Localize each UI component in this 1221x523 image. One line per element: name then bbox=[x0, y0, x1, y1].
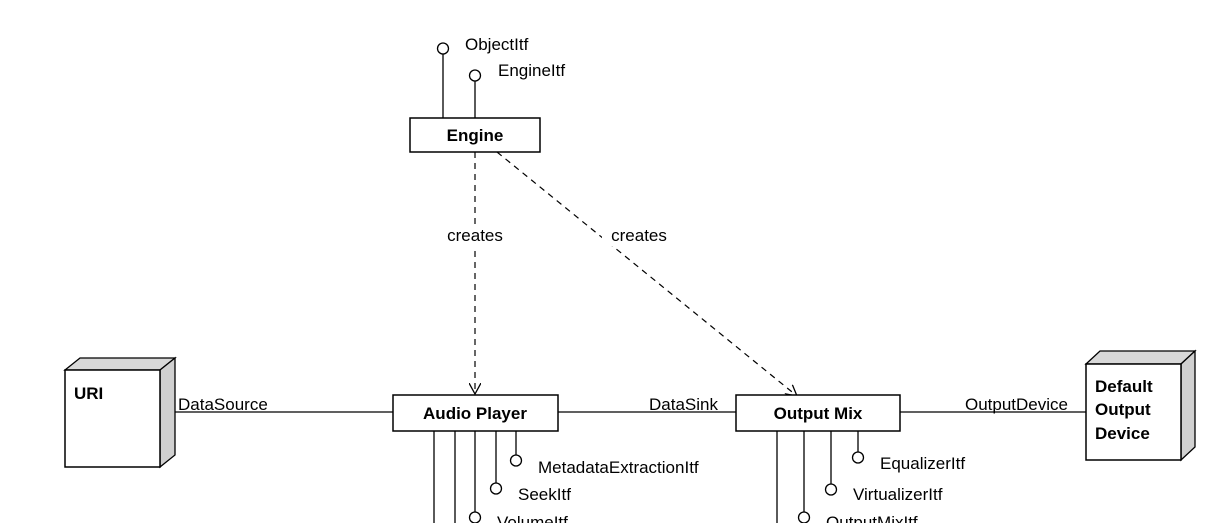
interface-label: EngineItf bbox=[498, 61, 565, 80]
uri-title: URI bbox=[74, 384, 103, 403]
interface-label: ObjectItf bbox=[465, 35, 529, 54]
output-mix-interfaces: OutputMixItf VirtualizerItf EqualizerItf bbox=[776, 431, 965, 523]
output-mix-interface-outputmixitf: OutputMixItf bbox=[797, 431, 918, 523]
lollipop-icon bbox=[468, 511, 482, 523]
audio-player-interface-seekitf: SeekItf bbox=[489, 431, 571, 504]
default-output-device-node: Default Output Device bbox=[1084, 349, 1197, 462]
engine-interface-engineitf: EngineItf bbox=[468, 61, 565, 118]
output-device-label: OutputDevice bbox=[965, 395, 1068, 414]
default-device-line2: Output bbox=[1095, 400, 1151, 419]
lollipop-icon bbox=[797, 511, 811, 523]
default-device-line1: Default bbox=[1095, 377, 1153, 396]
data-sink-connector: DataSink bbox=[558, 395, 736, 414]
creates-output-mix-relation: creates bbox=[496, 151, 797, 396]
output-mix-title: Output Mix bbox=[774, 404, 863, 423]
audio-player-interface-volumeitf: VolumeItf bbox=[468, 431, 568, 523]
lollipop-icon bbox=[468, 69, 482, 82]
engine-title: Engine bbox=[447, 126, 504, 145]
lollipop-icon bbox=[436, 42, 450, 55]
audio-player-object: Audio Player bbox=[392, 394, 559, 432]
interface-label: VirtualizerItf bbox=[853, 485, 943, 504]
data-source-label: DataSource bbox=[178, 395, 268, 414]
lollipop-icon bbox=[489, 482, 503, 495]
uri-node: URI bbox=[63, 356, 177, 469]
creates-audio-player-relation: creates bbox=[438, 152, 514, 394]
interface-label: EqualizerItf bbox=[880, 454, 965, 473]
output-mix-interface-equalizeritf: EqualizerItf bbox=[851, 431, 965, 473]
lollipop-icon bbox=[851, 451, 865, 464]
interface-label: OutputMixItf bbox=[826, 513, 918, 523]
interface-label: MetadataExtractionItf bbox=[538, 458, 699, 477]
engine-interface-objectitf: ObjectItf bbox=[436, 35, 529, 118]
audio-player-title: Audio Player bbox=[423, 404, 527, 423]
output-mix-object: Output Mix bbox=[735, 394, 901, 432]
interface-label: SeekItf bbox=[518, 485, 571, 504]
engine-object: Engine bbox=[409, 117, 541, 153]
audio-player-interfaces: VolumeItf SeekItf MetadataExtractionItf bbox=[433, 431, 699, 523]
creates-label: creates bbox=[611, 226, 667, 245]
output-device-connector: OutputDevice bbox=[900, 395, 1086, 414]
data-sink-label: DataSink bbox=[649, 395, 718, 414]
lollipop-icon bbox=[509, 454, 523, 467]
lollipop-icon bbox=[824, 483, 838, 496]
creates-label: creates bbox=[447, 226, 503, 245]
audio-player-interface-metadataextractionitf: MetadataExtractionItf bbox=[509, 431, 699, 477]
interface-label: VolumeItf bbox=[497, 513, 568, 523]
data-source-connector: DataSource bbox=[175, 395, 393, 414]
output-mix-interface-virtualizeritf: VirtualizerItf bbox=[824, 431, 943, 504]
default-device-line3: Device bbox=[1095, 424, 1150, 443]
